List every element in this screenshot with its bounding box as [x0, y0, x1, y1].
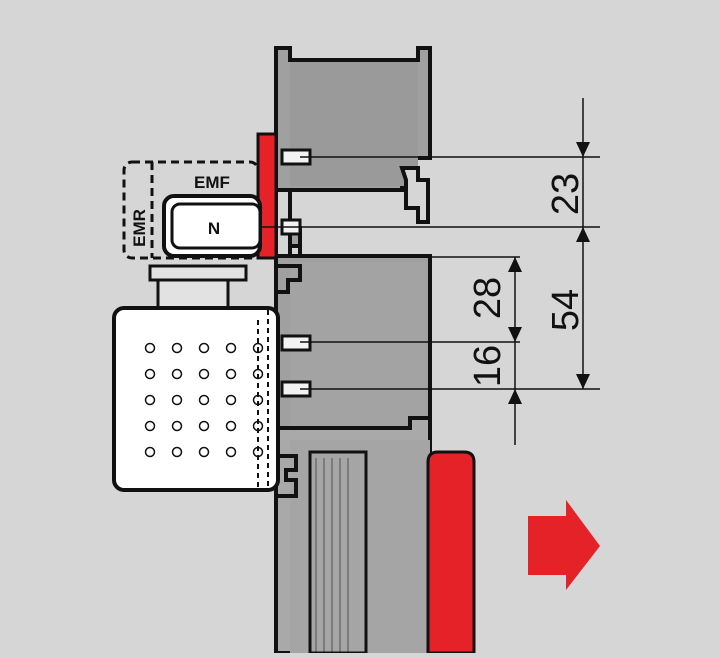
frame-stop-upper	[399, 166, 430, 224]
frame-top-chamber	[290, 62, 418, 186]
dimension-arrowheads	[508, 142, 590, 404]
closer-hole	[198, 420, 210, 432]
door-leaf-inner	[290, 440, 430, 653]
frame-clip-left	[276, 264, 302, 294]
closer-hole	[144, 420, 156, 432]
door-leaf-ribs	[315, 458, 349, 653]
closer-hole	[171, 446, 183, 458]
closer-hole	[144, 446, 156, 458]
dimension-54: 54	[545, 289, 587, 331]
closer-hole	[171, 394, 183, 406]
closer-hole	[144, 368, 156, 380]
emf-label: EMF	[194, 173, 230, 192]
n-label: N	[208, 219, 220, 238]
closer-hole	[225, 446, 237, 458]
screw-3	[280, 334, 312, 352]
frame-clip-lower	[276, 454, 298, 498]
closer-hole	[144, 394, 156, 406]
closer-hole	[198, 368, 210, 380]
magnet-body-inner	[170, 202, 262, 250]
emr-label: EMR	[130, 209, 149, 247]
closer-hole	[225, 420, 237, 432]
door-frame-profile	[274, 46, 432, 655]
door-closer-body	[112, 306, 280, 492]
closer-hole	[225, 394, 237, 406]
door-red-bar	[426, 450, 476, 655]
closer-hole	[171, 342, 183, 354]
closer-hole	[225, 342, 237, 354]
closer-dot-grid	[144, 342, 264, 458]
closer-hole	[225, 368, 237, 380]
closer-hole	[198, 394, 210, 406]
closer-hole	[171, 420, 183, 432]
dimension-23: 23	[545, 173, 587, 215]
closer-hole	[171, 368, 183, 380]
arrow-right-icon	[528, 500, 600, 590]
closer-hole	[198, 342, 210, 354]
dimension-28: 28	[467, 277, 509, 319]
connector-neck	[156, 278, 230, 312]
closer-hole	[144, 342, 156, 354]
closer-hidden-lines	[257, 310, 269, 488]
closer-hole	[198, 446, 210, 458]
connector-plate	[148, 264, 248, 282]
frame-middle-chamber	[290, 262, 426, 428]
dimension-16: 16	[467, 345, 509, 387]
